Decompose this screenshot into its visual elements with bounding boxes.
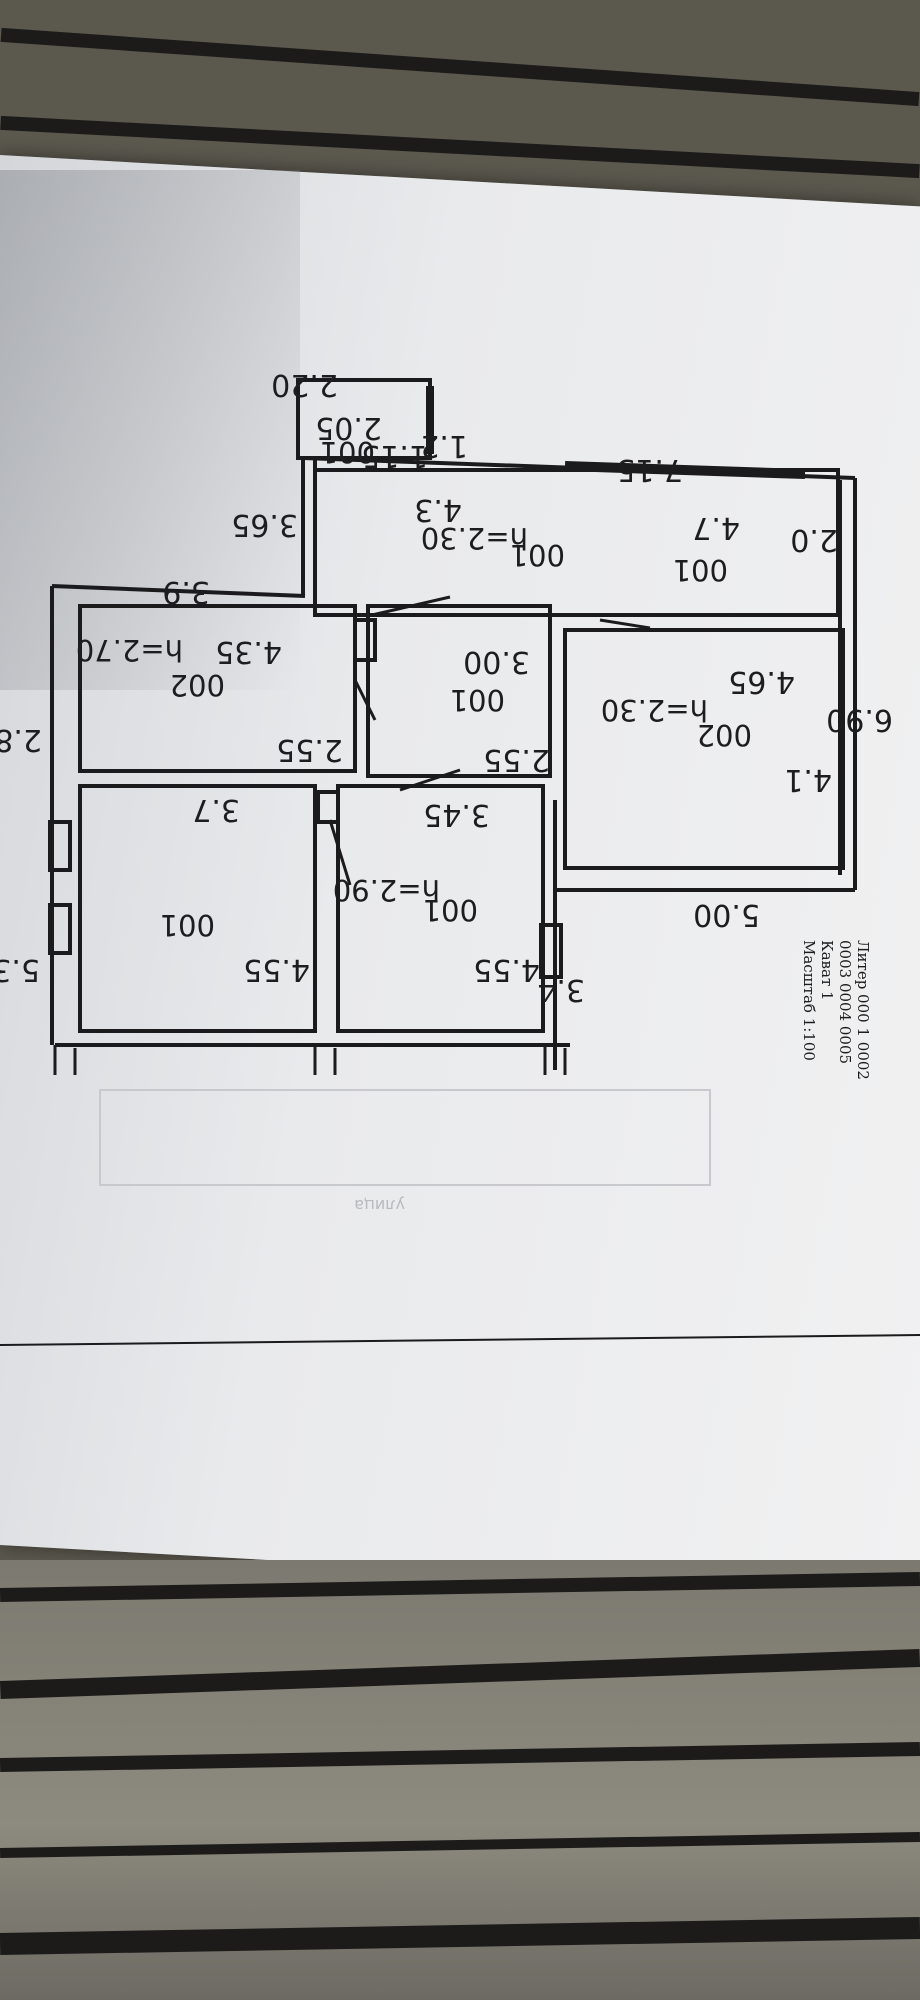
wall-stub bbox=[353, 618, 377, 662]
window-right bbox=[539, 923, 563, 979]
dim-room-left-len: 4.35 bbox=[215, 634, 282, 669]
dim-bottom-left-len: 3.7 bbox=[192, 792, 240, 827]
window-left bbox=[48, 903, 72, 955]
dim-corridor: 4.3 bbox=[414, 492, 462, 527]
room-left-wall bbox=[78, 604, 357, 773]
room-left-height: h=2.70 bbox=[76, 633, 183, 667]
dim-hall-w: 2.55 bbox=[483, 742, 550, 777]
dim-right-lower: 5.00 bbox=[693, 897, 760, 932]
ghost-text: улица bbox=[354, 1196, 405, 1215]
dim-left-upper: 3.65 bbox=[231, 507, 298, 542]
dim-bottom-mid-len: 3.45 bbox=[423, 797, 490, 832]
dim-left-outer-upper: 2.80 bbox=[0, 722, 42, 757]
room-mid-right-wall bbox=[563, 628, 845, 870]
room-bottom-left-wall bbox=[78, 784, 317, 1033]
dim-right-outer: 6.90 bbox=[826, 702, 893, 737]
dim-bottom-left-w: 4.55 bbox=[243, 952, 310, 987]
paper-fold bbox=[0, 1334, 920, 1346]
hall-wall bbox=[366, 604, 552, 778]
room-bottom-mid-wall bbox=[336, 784, 545, 1033]
ghost-outline bbox=[99, 1089, 711, 1186]
door-swing bbox=[599, 618, 651, 630]
dim-balcony-len: 2.05 bbox=[315, 410, 382, 445]
door-swing bbox=[399, 768, 461, 792]
room-mid-right-height: h=2.30 bbox=[601, 693, 708, 727]
window-left bbox=[48, 820, 72, 872]
door-swing bbox=[371, 595, 451, 617]
room-top-right-wall bbox=[313, 468, 840, 617]
corridor-height: h=2.30 bbox=[421, 521, 528, 555]
door-swing bbox=[328, 819, 352, 886]
door-swing bbox=[353, 679, 377, 721]
dim-balcony-step: 1.2 bbox=[420, 428, 468, 463]
legend-line-2: 0003 0004 0005 bbox=[836, 940, 854, 1064]
balcony-code: 001 bbox=[320, 435, 375, 469]
dim-room-mid-right-w: 4.1 bbox=[784, 762, 832, 797]
legend-line-1: Литер 000 1 0002 bbox=[854, 940, 872, 1080]
dim-room-top-right-len: 4.7 bbox=[692, 510, 740, 545]
dim-bottom-mid-w: 4.55 bbox=[473, 952, 540, 987]
bottom-mid-height: h=2.90 bbox=[333, 873, 440, 907]
hall-code: 001 bbox=[450, 683, 505, 717]
dim-balcony-w: 1.15 bbox=[361, 438, 428, 473]
dim-hall-len: 3.00 bbox=[463, 644, 530, 679]
room-top-right-code: 001 bbox=[673, 553, 728, 587]
corridor-code: 001 bbox=[510, 538, 565, 572]
bottom-left-code: 001 bbox=[160, 908, 215, 942]
room-left-code: 002 bbox=[170, 668, 225, 702]
outer-wall-left-top bbox=[51, 584, 306, 598]
dim-top-right: 7.15 bbox=[616, 452, 683, 487]
dim-left-w: 3.9 bbox=[162, 574, 210, 609]
dim-room-top-right-w: 2.0 bbox=[790, 522, 838, 557]
bottom-mid-code: 001 bbox=[423, 893, 478, 927]
dim-left-outer-lower: 5.35 bbox=[0, 952, 40, 987]
dim-porch: 3.4 bbox=[537, 972, 585, 1007]
wall-stub bbox=[316, 790, 340, 824]
dim-top-small: 2.20 bbox=[271, 367, 338, 402]
dim-room-left-w: 2.55 bbox=[276, 732, 343, 767]
legend-line-3: Кават 1 bbox=[818, 940, 836, 1001]
room-mid-right-code: 002 bbox=[697, 718, 752, 752]
dim-room-mid-right-len: 4.65 bbox=[728, 664, 795, 699]
legend-line-4: Масштаб 1:100 bbox=[800, 940, 818, 1061]
